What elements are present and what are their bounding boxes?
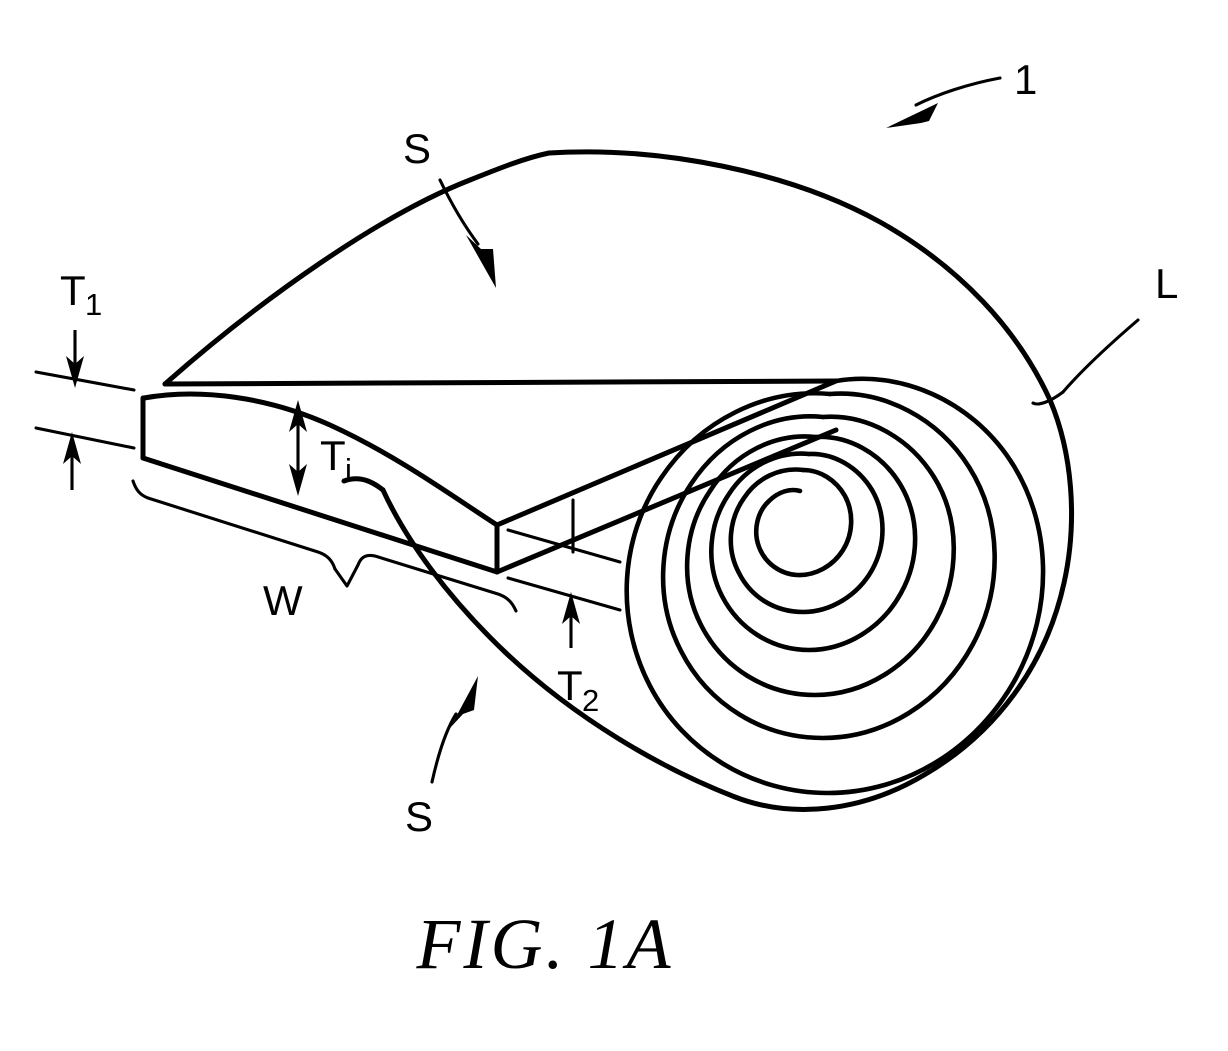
roll-top-silhouette xyxy=(546,149,1053,403)
t1-label: T xyxy=(60,267,86,314)
roll-lower-left-edge xyxy=(341,476,386,493)
t2-label-subscript: 2 xyxy=(582,683,599,718)
top-surface-callout: S xyxy=(403,125,496,288)
thickness-t1-dimension: T 1 xyxy=(34,267,136,490)
length-leader-line xyxy=(1061,318,1140,394)
width-brace-left xyxy=(131,479,337,571)
t2-label: T xyxy=(557,662,583,709)
assembly-arrowhead xyxy=(886,103,938,128)
ti-label: T xyxy=(320,432,346,479)
t2-arrowhead xyxy=(562,592,580,624)
bottom-surface-leader-line xyxy=(430,712,458,784)
t1-label-subscript: 1 xyxy=(85,287,102,322)
width-brace-right xyxy=(356,553,518,613)
spiral-turn-5 xyxy=(728,451,885,615)
spiral-turn-4 xyxy=(709,434,918,653)
top-surface-label: S xyxy=(403,125,431,172)
assembly-leader-line xyxy=(914,76,1002,107)
ti-bottom-arrowhead xyxy=(289,464,307,496)
roll-bottom-silhouette xyxy=(380,487,738,800)
ti-top-arrowhead xyxy=(289,400,307,432)
top-surface-leader-line xyxy=(438,178,480,246)
t1-upper-arrowhead xyxy=(66,356,84,388)
strip-segment xyxy=(140,378,839,575)
t2-upper-extension-line xyxy=(506,528,622,564)
width-label: W xyxy=(263,577,303,624)
strip-front-top-edge xyxy=(494,378,839,528)
length-label: L xyxy=(1155,260,1178,307)
width-dimension: W xyxy=(131,479,518,624)
roll-outer-cap-right xyxy=(732,397,1075,812)
spiral-turn-1 xyxy=(624,376,1046,796)
spiral-turn-3 xyxy=(684,414,956,698)
assembly-callout: 1 xyxy=(886,56,1037,128)
spiral-core-curl xyxy=(754,467,854,578)
bottom-surface-label: S xyxy=(405,793,433,840)
width-brace-center-notch xyxy=(333,563,360,588)
top-surface-arrowhead xyxy=(466,235,496,288)
ti-label-subscript: i xyxy=(345,452,352,487)
t1-lower-extension-line xyxy=(34,426,136,450)
strip-bottom-back-edge xyxy=(494,427,839,575)
strip-crown-curve xyxy=(141,391,500,528)
strip-bottom-front-edge xyxy=(140,455,500,575)
thickness-ti-dimension: T i xyxy=(289,400,352,496)
length-callout: L xyxy=(1031,260,1178,406)
strip-back-top-edge xyxy=(162,378,839,387)
assembly-label: 1 xyxy=(1014,56,1037,103)
t2-lower-extension-line xyxy=(506,576,622,612)
length-leader-tail xyxy=(1031,390,1065,406)
bottom-surface-callout: S xyxy=(405,676,478,840)
spiral-turn-2 xyxy=(660,391,997,741)
figure-caption: FIG. 1A xyxy=(416,904,674,984)
thickness-t2-dimension: T 2 xyxy=(506,498,622,718)
t1-lower-arrowhead xyxy=(63,432,81,464)
spiral-cross-section xyxy=(624,376,1046,796)
t1-upper-extension-line xyxy=(34,370,136,392)
roll-upper-left-edge xyxy=(162,150,552,387)
bottom-surface-arrowhead xyxy=(450,676,478,728)
